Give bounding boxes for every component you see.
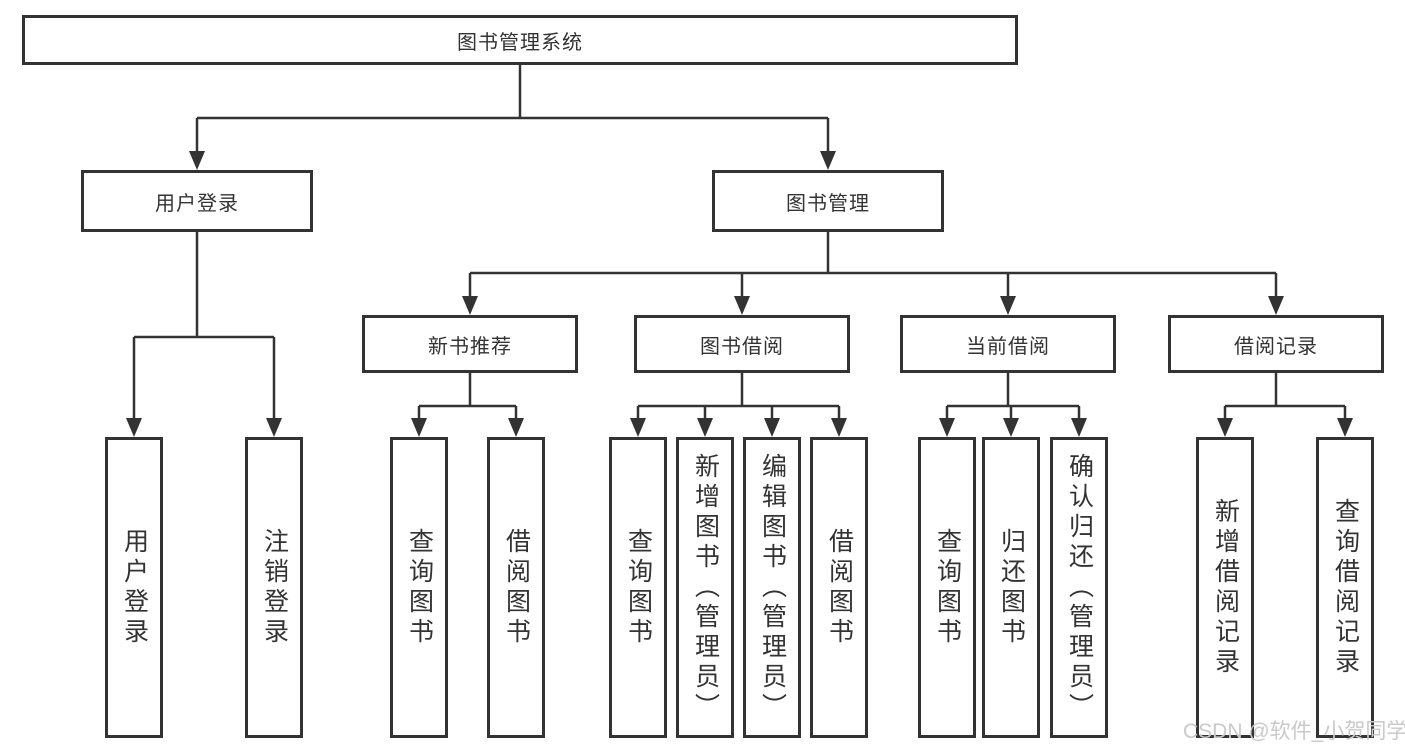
leaf-return-books-label: 归还图书: [997, 527, 1026, 648]
leaf-query-books-3: 查询图书: [918, 437, 976, 738]
leaf-borrow-books-2-label: 借阅图书: [825, 527, 854, 648]
node-book-management-label: 图书管理: [786, 192, 870, 215]
node-root-label: 图书管理系统: [457, 31, 583, 54]
leaf-confirm-return-admin: 确认归还（管理员）: [1050, 437, 1108, 738]
leaf-edit-book-admin: 编辑图书（管理员）: [743, 437, 801, 738]
leaf-borrow-books-1: 借阅图书: [487, 437, 545, 738]
leaf-add-book-admin-label: 新增图书（管理员）: [691, 452, 720, 723]
node-book-borrow: 图书借阅: [634, 315, 850, 373]
leaf-add-borrow-record: 新增借阅记录: [1196, 437, 1254, 738]
leaf-query-books-2-label: 查询图书: [624, 527, 653, 648]
leaf-query-books-1-label: 查询图书: [405, 527, 434, 648]
leaf-query-borrow-record-label: 查询借阅记录: [1331, 497, 1360, 678]
node-borrow-records-label: 借阅记录: [1234, 335, 1318, 358]
node-book-borrow-label: 图书借阅: [700, 335, 784, 358]
leaf-edit-book-admin-label: 编辑图书（管理员）: [758, 452, 787, 723]
leaf-query-books-2: 查询图书: [609, 437, 667, 738]
leaf-add-borrow-record-label: 新增借阅记录: [1211, 497, 1240, 678]
leaf-borrow-books-2: 借阅图书: [810, 437, 868, 738]
leaf-add-book-admin: 新增图书（管理员）: [676, 437, 734, 738]
tree-edges: [132, 65, 1347, 425]
node-new-book-recommend: 新书推荐: [362, 315, 578, 373]
node-borrow-records: 借阅记录: [1168, 315, 1384, 373]
node-current-borrow-label: 当前借阅: [966, 335, 1050, 358]
leaf-logout-label: 注销登录: [260, 527, 289, 648]
node-new-book-recommend-label: 新书推荐: [428, 335, 512, 358]
leaf-borrow-books-1-label: 借阅图书: [502, 527, 531, 648]
leaf-logout: 注销登录: [245, 437, 303, 738]
leaf-return-books: 归还图书: [982, 437, 1040, 738]
node-user-login: 用户登录: [81, 170, 313, 232]
leaf-query-books-3-label: 查询图书: [933, 527, 962, 648]
node-current-borrow: 当前借阅: [900, 315, 1116, 373]
node-root: 图书管理系统: [22, 15, 1018, 65]
leaf-query-books-1: 查询图书: [390, 437, 448, 738]
node-user-login-label: 用户登录: [155, 192, 239, 215]
leaf-user-login: 用户登录: [105, 437, 163, 738]
leaf-user-login-label: 用户登录: [120, 527, 149, 648]
leaf-confirm-return-admin-label: 确认归还（管理员）: [1065, 452, 1094, 723]
csdn-watermark: CSDN @软件_小贺同学: [1183, 720, 1405, 743]
node-book-management: 图书管理: [712, 170, 944, 232]
leaf-query-borrow-record: 查询借阅记录: [1316, 437, 1374, 738]
